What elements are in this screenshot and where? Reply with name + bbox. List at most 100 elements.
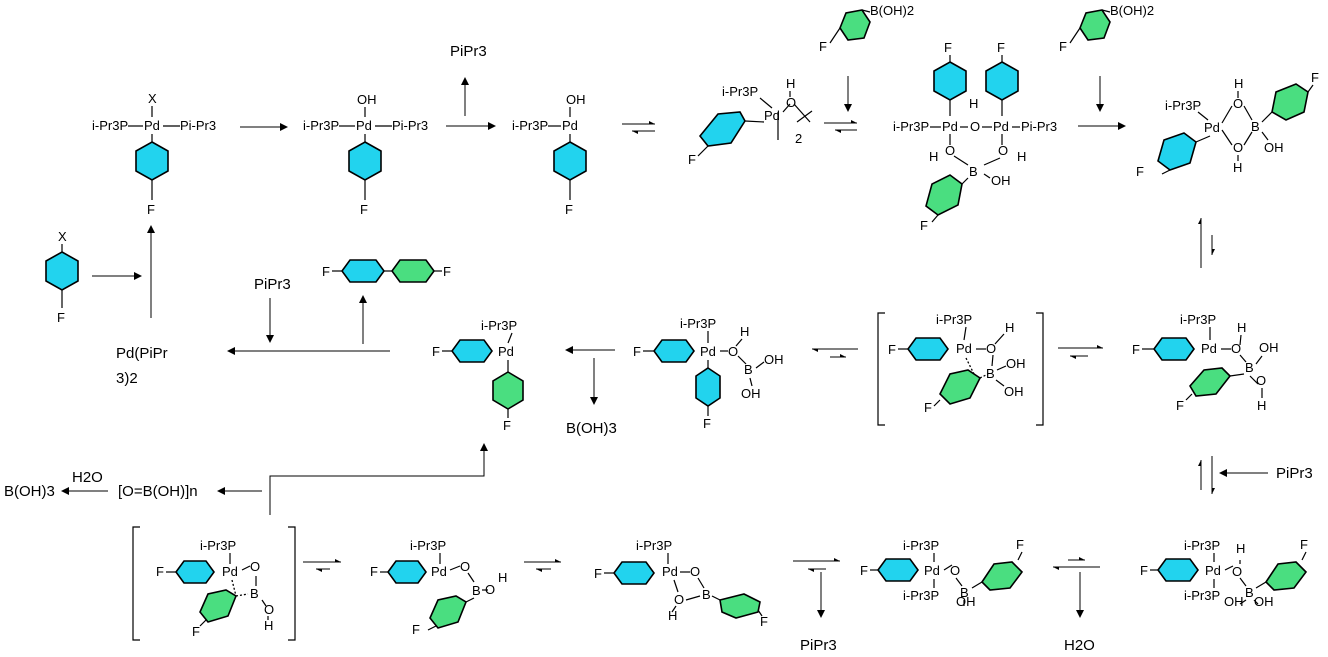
atom-label: i-Pr3P bbox=[481, 318, 517, 333]
phosphine-released: PiPr3 bbox=[450, 43, 487, 60]
atom-label: F bbox=[1140, 563, 1148, 578]
bond bbox=[449, 565, 461, 571]
atom-label: F bbox=[147, 202, 155, 217]
bracket-right bbox=[288, 526, 296, 641]
aryl-ring bbox=[387, 560, 427, 584]
atom-label: OH bbox=[1264, 140, 1284, 155]
atom-label: F bbox=[57, 310, 65, 325]
atom-label: Pd bbox=[1205, 563, 1221, 578]
atom-label: Pi-Pr3 bbox=[392, 118, 428, 133]
pd-o-b-o-metallacycle: i-Pr3P Pd H O O H B F OH F bbox=[1136, 70, 1319, 179]
atom-label: 2 bbox=[795, 131, 802, 146]
atom-label: B bbox=[1245, 585, 1254, 600]
atom-label: H bbox=[1257, 398, 1266, 413]
boric-acid-byproduct: B(OH)3 bbox=[4, 483, 55, 500]
aryl-ring bbox=[653, 339, 695, 363]
aryl-ring bbox=[925, 174, 963, 216]
pd-oxo-boronate-complex: i-Pr3P Pd F O H B OH O H F bbox=[1132, 312, 1279, 413]
atom-label: O bbox=[1233, 140, 1243, 155]
water-byproduct: H2O bbox=[72, 469, 103, 486]
bond bbox=[261, 599, 267, 607]
bond bbox=[231, 579, 237, 597]
bond bbox=[737, 355, 747, 365]
atom-label: O bbox=[674, 592, 684, 607]
bond bbox=[1255, 581, 1267, 589]
atom-label: H bbox=[1237, 320, 1246, 335]
atom-label: i-Pr3P bbox=[1180, 312, 1216, 327]
x-label: X bbox=[148, 91, 157, 106]
atom-label: B bbox=[986, 366, 995, 381]
water-byproduct: H2O bbox=[1064, 637, 1095, 654]
atom-label: OH bbox=[566, 92, 586, 107]
atom-label: Pd bbox=[144, 118, 160, 133]
atom-label: F bbox=[703, 416, 711, 431]
aryl-ring bbox=[939, 369, 982, 405]
atom-label: O bbox=[1232, 564, 1242, 579]
bond bbox=[1239, 599, 1247, 605]
atom-label: Pd bbox=[1204, 120, 1220, 135]
atom-label: B bbox=[1245, 360, 1254, 375]
diaryl-pd-complex: i-Pr3P Pd F F bbox=[432, 318, 524, 433]
bond bbox=[1261, 111, 1273, 123]
atom-label: Pd bbox=[562, 118, 578, 133]
bond bbox=[971, 581, 983, 589]
atom-label: OH bbox=[1224, 594, 1244, 609]
bond bbox=[931, 214, 939, 223]
atom-label: B bbox=[250, 586, 259, 601]
atom-label: B(OH)2 bbox=[870, 3, 914, 18]
pd-catalyst-label: Pd(PiPr bbox=[116, 345, 168, 362]
bond bbox=[995, 379, 1005, 387]
atom-label: i-Pr3P bbox=[512, 118, 548, 133]
atom-label: i-Pr3P bbox=[92, 118, 128, 133]
bond bbox=[782, 103, 791, 113]
atom-label: Pd bbox=[956, 341, 972, 356]
bond bbox=[1017, 551, 1023, 561]
atom-label: Pd bbox=[924, 563, 940, 578]
atom-label: i-Pr3P bbox=[636, 538, 672, 553]
atom-label: F bbox=[888, 342, 896, 357]
atom-label: F bbox=[1311, 70, 1319, 85]
aryl-ring bbox=[1271, 83, 1309, 121]
bottom-transition-state: i-Pr3P Pd F O B O H F bbox=[132, 526, 296, 641]
atom-label: OH bbox=[991, 173, 1011, 188]
atom-label: i-Pr3P bbox=[936, 312, 972, 327]
bond bbox=[796, 110, 813, 123]
bond bbox=[829, 27, 841, 44]
atom-label: F bbox=[920, 218, 928, 233]
aryl-ring bbox=[1157, 132, 1197, 171]
bond bbox=[1239, 577, 1247, 587]
atom-label: O bbox=[264, 602, 274, 617]
atom-label: Pd bbox=[764, 108, 780, 123]
aryl-ring bbox=[348, 141, 382, 181]
bond bbox=[465, 597, 475, 603]
atom-label: F bbox=[944, 40, 952, 55]
atom-label: X bbox=[58, 229, 67, 244]
pd-catalyst-subscript: 3)2 bbox=[116, 370, 138, 387]
atom-label: OH bbox=[956, 594, 976, 609]
bond bbox=[1239, 354, 1247, 363]
atom-label: H bbox=[1005, 320, 1014, 335]
aryl-ring bbox=[429, 595, 467, 629]
atom-label: F bbox=[503, 418, 511, 433]
atom-label: H bbox=[740, 324, 749, 339]
atom-label: Pd bbox=[431, 564, 447, 579]
atom-label: B bbox=[960, 585, 969, 600]
aryl-ring bbox=[553, 141, 587, 181]
atom-label: F bbox=[156, 564, 164, 579]
bond bbox=[467, 572, 475, 583]
atom-label: B bbox=[744, 362, 753, 377]
atom-label: i-Pr3P bbox=[680, 316, 716, 331]
atom-label: O bbox=[1231, 341, 1241, 356]
bond bbox=[757, 609, 763, 617]
bond bbox=[685, 595, 701, 601]
bond bbox=[711, 595, 721, 601]
bond bbox=[1255, 355, 1263, 365]
aryl-ring bbox=[613, 561, 655, 585]
aryl-ring bbox=[45, 251, 79, 291]
bond bbox=[1161, 169, 1171, 175]
bond bbox=[1243, 105, 1253, 121]
atom-label: Pi-Pr3 bbox=[1021, 119, 1057, 134]
boric-acid-byproduct: B(OH)3 bbox=[566, 420, 617, 437]
atom-label: O bbox=[970, 119, 980, 134]
bond bbox=[1197, 111, 1209, 121]
